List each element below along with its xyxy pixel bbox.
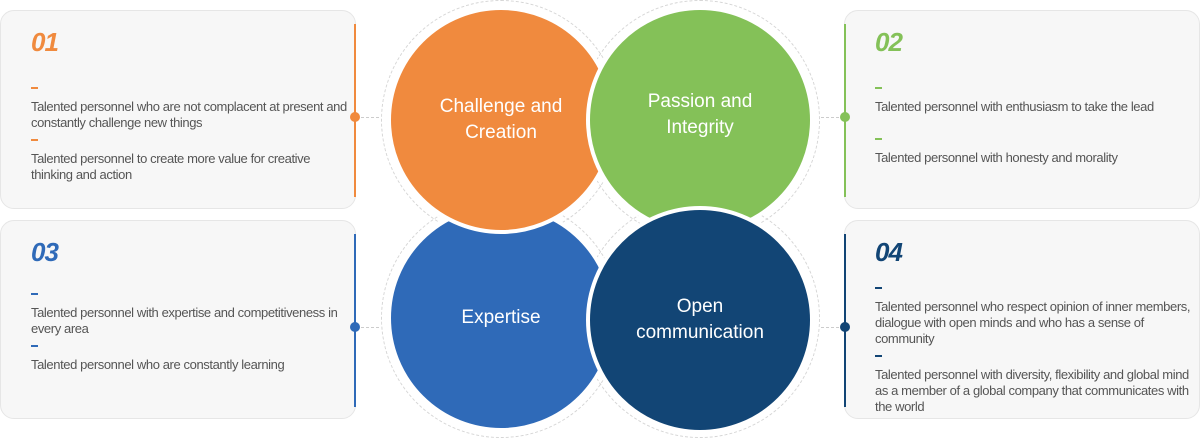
connector [821,327,839,328]
card-02: 02 Talented personnel with enthusiasm to… [821,10,1200,209]
connector-dot [840,112,850,122]
card-number: 01 [31,27,59,57]
list-item: Talented personnel who respect opinion o… [875,281,1193,347]
circle-label: Expertise [461,307,541,328]
card-number: 02 [875,27,903,57]
circle-label: communication [636,322,764,343]
list-item: Talented personnel with expertise and co… [31,287,349,337]
item-text: Talented personnel who are not complacen… [31,99,347,130]
accent-line [844,234,846,407]
circle-label: Integrity [666,117,734,138]
list-item: Talented personnel who are constantly le… [31,339,349,373]
connector-dot [840,322,850,332]
circle-label: Open [676,296,724,317]
dash-marker [31,87,38,89]
dash-marker [31,345,38,347]
item-text: Talented personnel who respect opinion o… [875,299,1191,346]
dash-marker [31,293,38,295]
circle-expertise: Expertise [387,204,615,432]
list-item: Talented personnel to create more value … [31,133,349,183]
item-text: Talented personnel with expertise and co… [31,305,338,336]
accent-line [354,24,356,197]
dash-marker [31,139,38,141]
connector-dot [350,322,360,332]
connector [821,117,839,118]
card-01: 01 Talented personnel who are not compla… [0,10,379,209]
circle-label: Challenge and [439,96,563,117]
connector [361,117,379,118]
dash-marker [875,355,882,357]
accent-line [354,234,356,407]
card-number: 04 [875,237,903,267]
item-text: Talented personnel with diversity, flexi… [875,367,1189,414]
circle-label: Passion and [647,91,753,112]
list-item: Talented personnel who are not complacen… [31,81,349,131]
list-item: Talented personnel with enthusiasm to ta… [875,81,1193,115]
dash-marker [875,287,882,289]
card-03: 03 Talented personnel with expertise and… [0,220,379,419]
connector-dot [350,112,360,122]
circle-label: Creation [465,122,537,143]
item-text: Talented personnel who are constantly le… [31,357,285,372]
list-item: Talented personnel with honesty and mora… [875,132,1193,166]
item-text: Talented personnel with enthusiasm to ta… [875,99,1154,114]
circle-open-communication: Open communication [586,206,814,434]
accent-line [844,24,846,197]
item-text: Talented personnel with honesty and mora… [875,150,1118,165]
dash-marker [875,138,882,140]
card-04: 04 Talented personnel who respect opinio… [821,220,1200,419]
item-text: Talented personnel to create more value … [31,151,311,182]
dash-marker [875,87,882,89]
connector [361,327,379,328]
list-item: Talented personnel with diversity, flexi… [875,349,1193,415]
card-number: 03 [31,237,59,267]
